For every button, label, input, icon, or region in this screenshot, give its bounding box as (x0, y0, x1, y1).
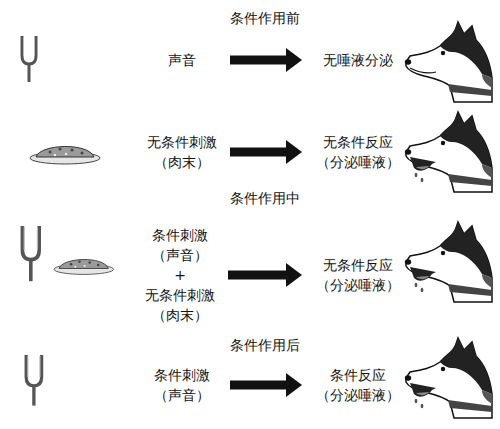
tuning-fork (26, 355, 41, 406)
node-text: 条件刺激 （声音） (138, 225, 222, 265)
text-node: 声音 (134, 50, 230, 70)
meat-plate (30, 146, 100, 164)
block-arrow (230, 148, 286, 157)
block-arrow (230, 56, 286, 65)
node-text: 无条件反应 （分泌唾液） (308, 132, 408, 172)
text-node: 条件反应 （分泌唾液） (302, 365, 414, 405)
node-text: 无条件反应 （分泌唾液） (308, 255, 408, 295)
text-node: 条件刺激 （声音） (134, 365, 230, 405)
node-text: 无条件刺激 （肉末） (140, 132, 224, 172)
text-node: 无条件反应 （分泌唾液） (302, 255, 414, 295)
node-text: 条件反应 （分泌唾液） (308, 365, 408, 405)
node-text: + (138, 265, 222, 285)
block-arrow (230, 381, 286, 390)
text-node: 无条件反应 （分泌唾液） (302, 132, 414, 172)
dog-head (405, 22, 492, 102)
dog-head (405, 338, 492, 418)
tuning-fork (22, 36, 36, 82)
node-text: 无唾液分泌 (308, 50, 408, 70)
tuning-fork (22, 226, 39, 281)
stage-heading: 条件作用后 (230, 335, 300, 355)
dog-head (405, 112, 492, 192)
stage-heading: 条件作用前 (230, 8, 300, 28)
stage-heading: 条件作用中 (230, 188, 300, 208)
block-arrow (228, 271, 286, 280)
node-text: 无条件刺激 （肉末） (138, 285, 222, 325)
node-text: 条件刺激 （声音） (140, 365, 224, 405)
meat-plate (54, 260, 114, 275)
text-node: 条件刺激 （声音）+无条件刺激 （肉末） (132, 225, 228, 325)
node-text: 声音 (140, 50, 224, 70)
dog-head (405, 222, 492, 302)
text-node: 无唾液分泌 (302, 50, 414, 70)
text-node: 无条件刺激 （肉末） (134, 132, 230, 172)
